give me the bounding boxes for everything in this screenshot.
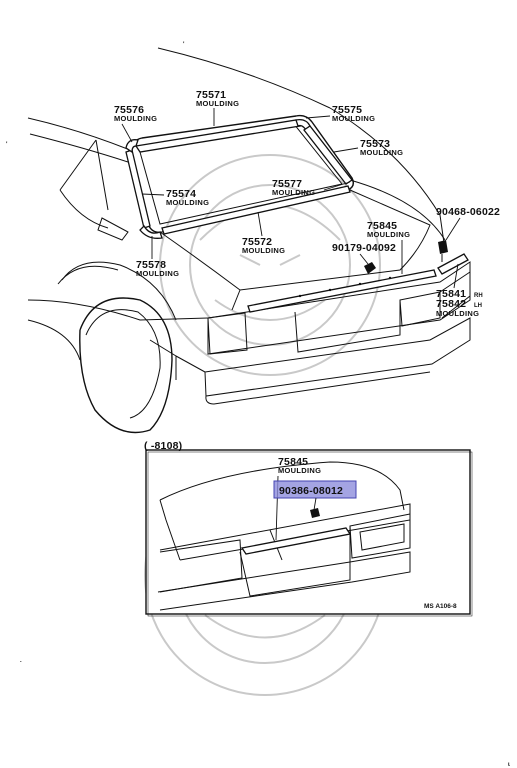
label-75575: 75575 MOULDING (305, 104, 375, 123)
figure-code: MS A106-8 (424, 603, 457, 610)
inset-clip-icon (310, 508, 320, 518)
part-desc-75575: MOULDING (332, 114, 375, 123)
part-number-90468: 90468-06022 (436, 206, 500, 218)
part-number-75842: 75842 (436, 298, 466, 310)
part-desc-75845: MOULDING (367, 230, 410, 239)
side-lh: LH (474, 303, 482, 309)
part-number-75573: 75573 (360, 138, 390, 150)
part-number-75574: 75574 (166, 188, 196, 200)
part-number-75571: 75571 (196, 89, 226, 101)
part-number-75845: 75845 (367, 220, 397, 232)
highlight-box (273, 480, 357, 499)
part-number-75841: 75841 (436, 288, 466, 300)
window-mouldings (125, 118, 353, 239)
inset-part-number-75845: 75845 (278, 456, 308, 468)
inset-part-desc-75845: MOULDING (278, 466, 321, 475)
label-75841-75842: 75841 RH 75842 LH MOULDING (436, 263, 483, 318)
part-desc-75572: MOULDING (242, 246, 285, 255)
part-number-75578: 75578 (136, 259, 166, 271)
label-75572: 75572 MOULDING (242, 211, 285, 255)
inset-box: ( -8108) 75845 MOULDING 90386-08012 MS A… (144, 440, 473, 617)
clip-90468-icon (438, 240, 448, 262)
stray-mark: ' (183, 42, 185, 48)
part-number-75577: 75577 (272, 178, 302, 190)
stray-mark: ɩ (508, 762, 510, 768)
part-number-75572: 75572 (242, 236, 272, 248)
part-desc-75571: MOULDING (196, 99, 239, 108)
inset-range: ( -8108) (144, 440, 182, 452)
part-desc-75573: MOULDING (360, 148, 403, 157)
part-desc-75578: MOULDING (136, 269, 179, 278)
label-75571: 75571 MOULDING (196, 89, 239, 126)
highlight-part-number: 90386-08012 (279, 485, 343, 497)
part-number-75575: 75575 (332, 104, 362, 116)
label-75578: 75578 MOULDING (136, 236, 179, 278)
part-number-75576: 75576 (114, 104, 144, 116)
part-desc-75842: MOULDING (436, 309, 479, 318)
label-75576: 75576 MOULDING (114, 104, 157, 143)
label-90468: 90468-06022 (436, 206, 500, 241)
part-desc-75576: MOULDING (114, 114, 157, 123)
side-rh: RH (474, 293, 483, 299)
label-75577: 75577 MOULDING (272, 178, 351, 197)
part-desc-75577: MOULDING (272, 188, 315, 197)
part-desc-75574: MOULDING (166, 198, 209, 207)
label-75573: 75573 MOULDING (333, 138, 403, 157)
side-moulding-75841 (437, 253, 469, 275)
stray-mark: ' (6, 142, 8, 148)
label-75574: 75574 MOULDING (141, 188, 209, 207)
stray-mark: . (20, 658, 22, 664)
label-75845: 75845 MOULDING (367, 220, 410, 274)
clip-90179-icon (364, 262, 376, 274)
trunk-moulding-75845 (247, 269, 437, 313)
inset-trunk-moulding (240, 527, 352, 555)
label-90179: 90179-04092 (332, 242, 396, 265)
part-number-90179: 90179-04092 (332, 242, 396, 254)
